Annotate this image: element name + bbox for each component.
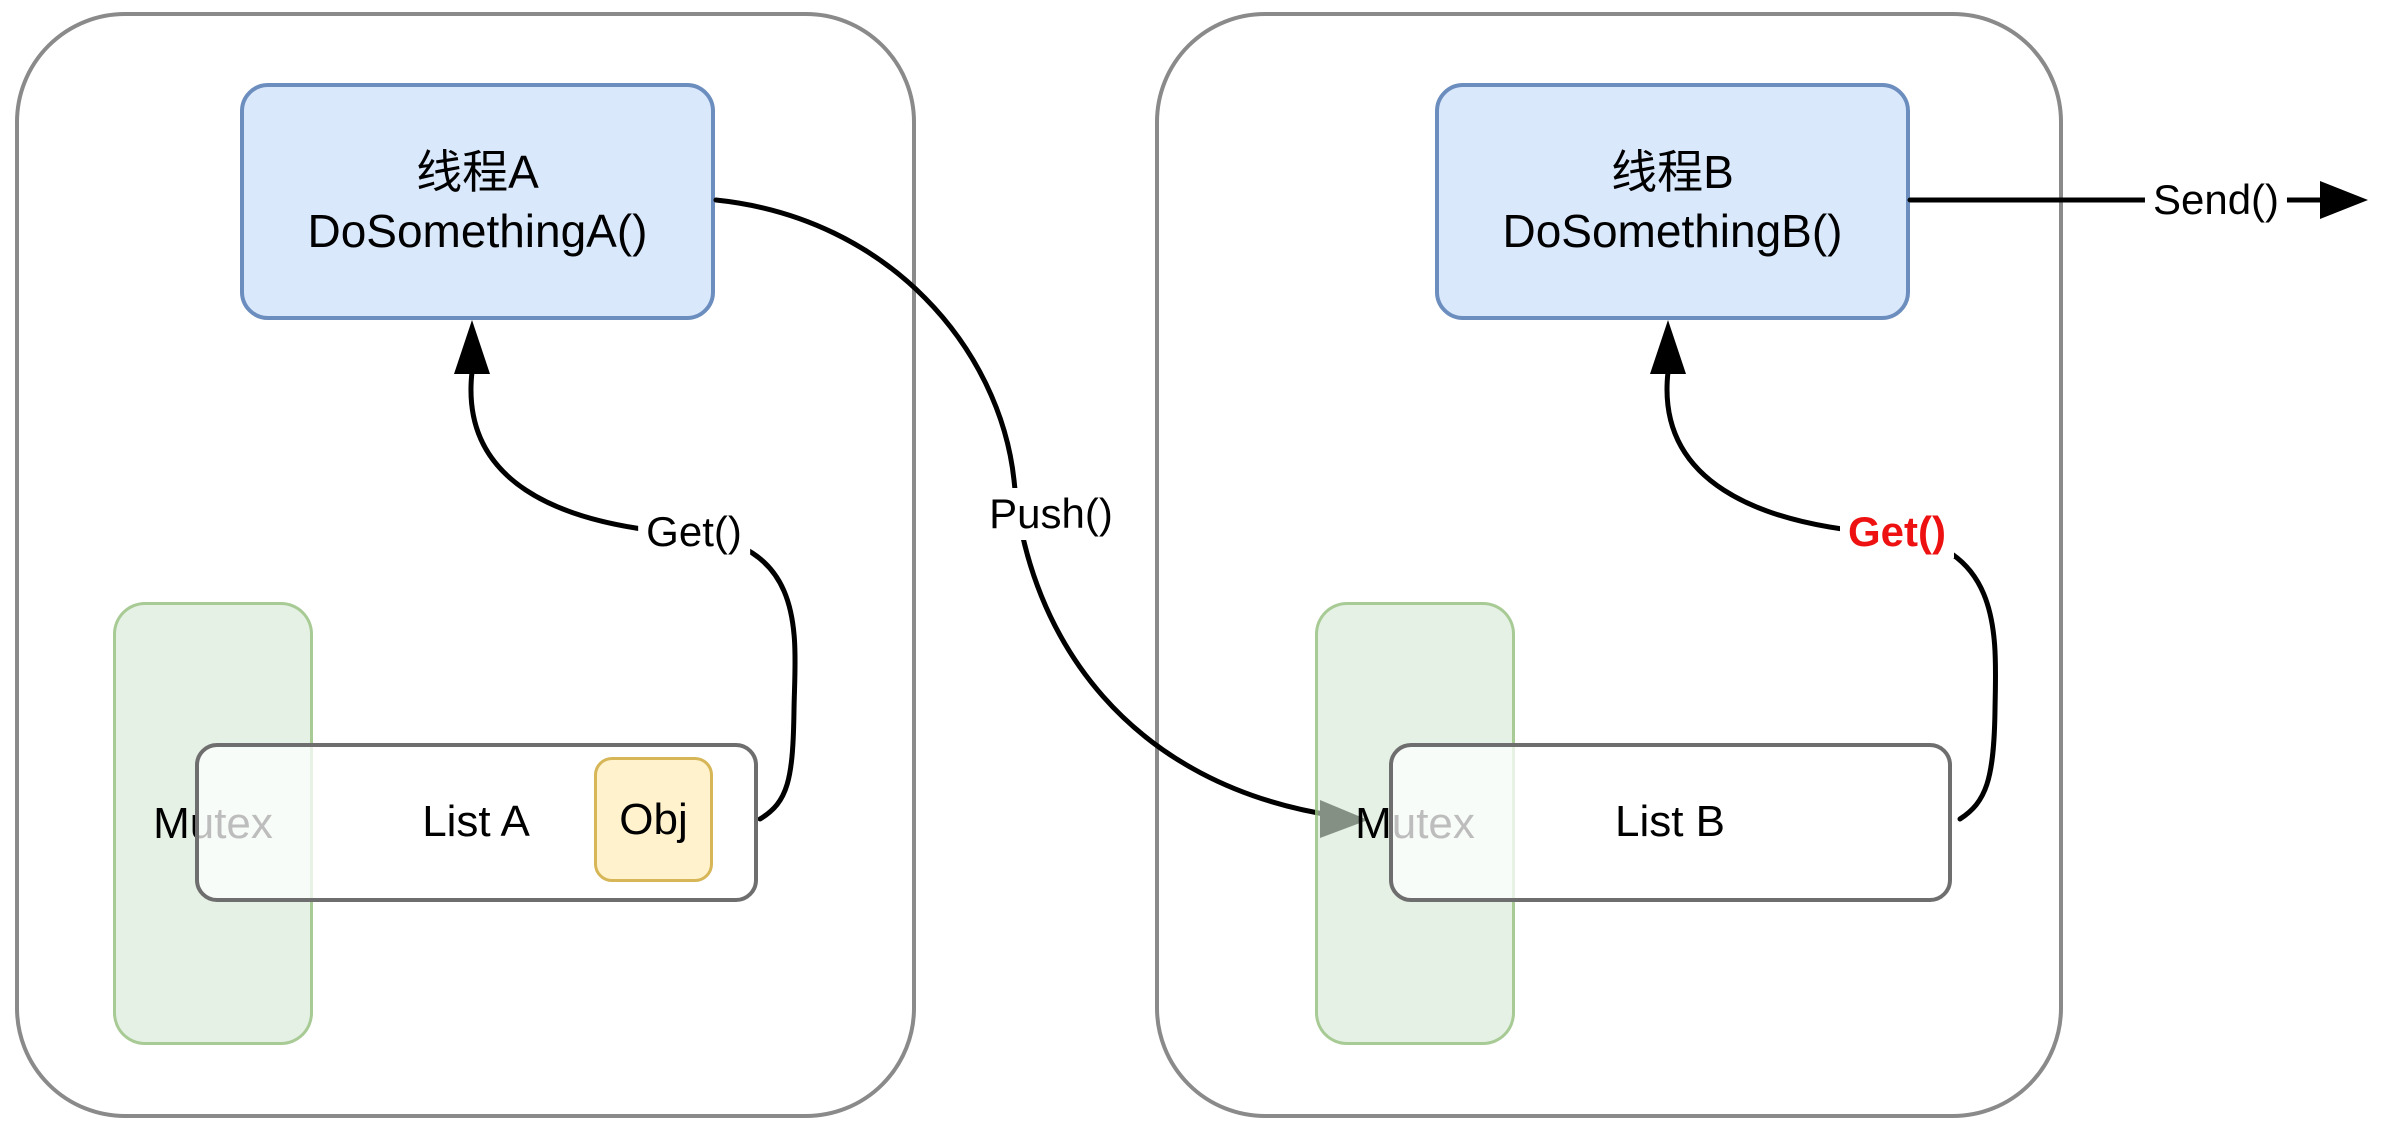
list-b-label: List B xyxy=(1614,797,1726,846)
push-curve xyxy=(713,197,1339,819)
obj-label: Obj xyxy=(619,794,688,844)
obj-box: Obj xyxy=(594,757,713,882)
edge-send xyxy=(1907,181,2368,219)
thread-b-function: DoSomethingB() xyxy=(1502,204,1843,257)
get-a-arrowhead-icon xyxy=(454,320,490,374)
get-a-curve xyxy=(468,369,798,822)
list-a-label: List A xyxy=(422,797,530,846)
get-b-edge-label: Get() xyxy=(1840,506,1954,558)
push-edge-label: Push() xyxy=(981,488,1121,540)
thread-a-name: 线程A xyxy=(416,145,539,198)
list-b-box xyxy=(1389,743,1952,902)
thread-b-box: 线程B DoSomethingB() xyxy=(1435,83,1910,320)
send-arrowhead-icon xyxy=(2320,181,2368,219)
get-b-arrowhead-icon xyxy=(1650,320,1686,374)
send-edge-label: Send() xyxy=(2144,174,2288,226)
get-b-curve xyxy=(1664,369,1999,822)
edge-get-b xyxy=(1650,320,1999,822)
thread-a-box: 线程A DoSomethingA() xyxy=(240,83,715,320)
thread-a-function: DoSomethingA() xyxy=(307,204,648,257)
edge-get-a xyxy=(454,320,798,822)
get-a-edge-label: Get() xyxy=(638,506,750,558)
thread-b-name: 线程B xyxy=(1611,145,1734,198)
